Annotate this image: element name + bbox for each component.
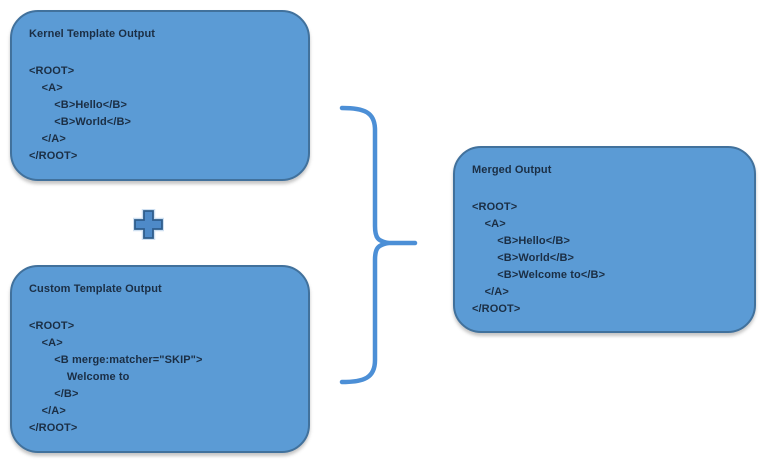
custom-template-output-box: Custom Template Output <ROOT> <A> <B mer… (10, 265, 310, 453)
kernel-box-title: Kernel Template Output (29, 28, 156, 40)
merged-box-title: Merged Output (472, 164, 552, 176)
merged-output-box: Merged Output <ROOT> <A> <B>Hello</B> <B… (453, 146, 756, 333)
right-curly-brace-icon (339, 105, 418, 385)
custom-xml-code: <ROOT> <A> <B merge:matcher="SKIP"> Welc… (29, 320, 203, 434)
kernel-xml-code: <ROOT> <A> <B>Hello</B> <B>World</B> </A… (29, 65, 132, 162)
custom-box-title: Custom Template Output (29, 283, 162, 295)
plus-icon (133, 209, 164, 240)
merged-xml-code: <ROOT> <A> <B>Hello</B> <B>World</B> <B>… (472, 201, 606, 315)
kernel-template-output-box: Kernel Template Output <ROOT> <A> <B>Hel… (10, 10, 310, 181)
